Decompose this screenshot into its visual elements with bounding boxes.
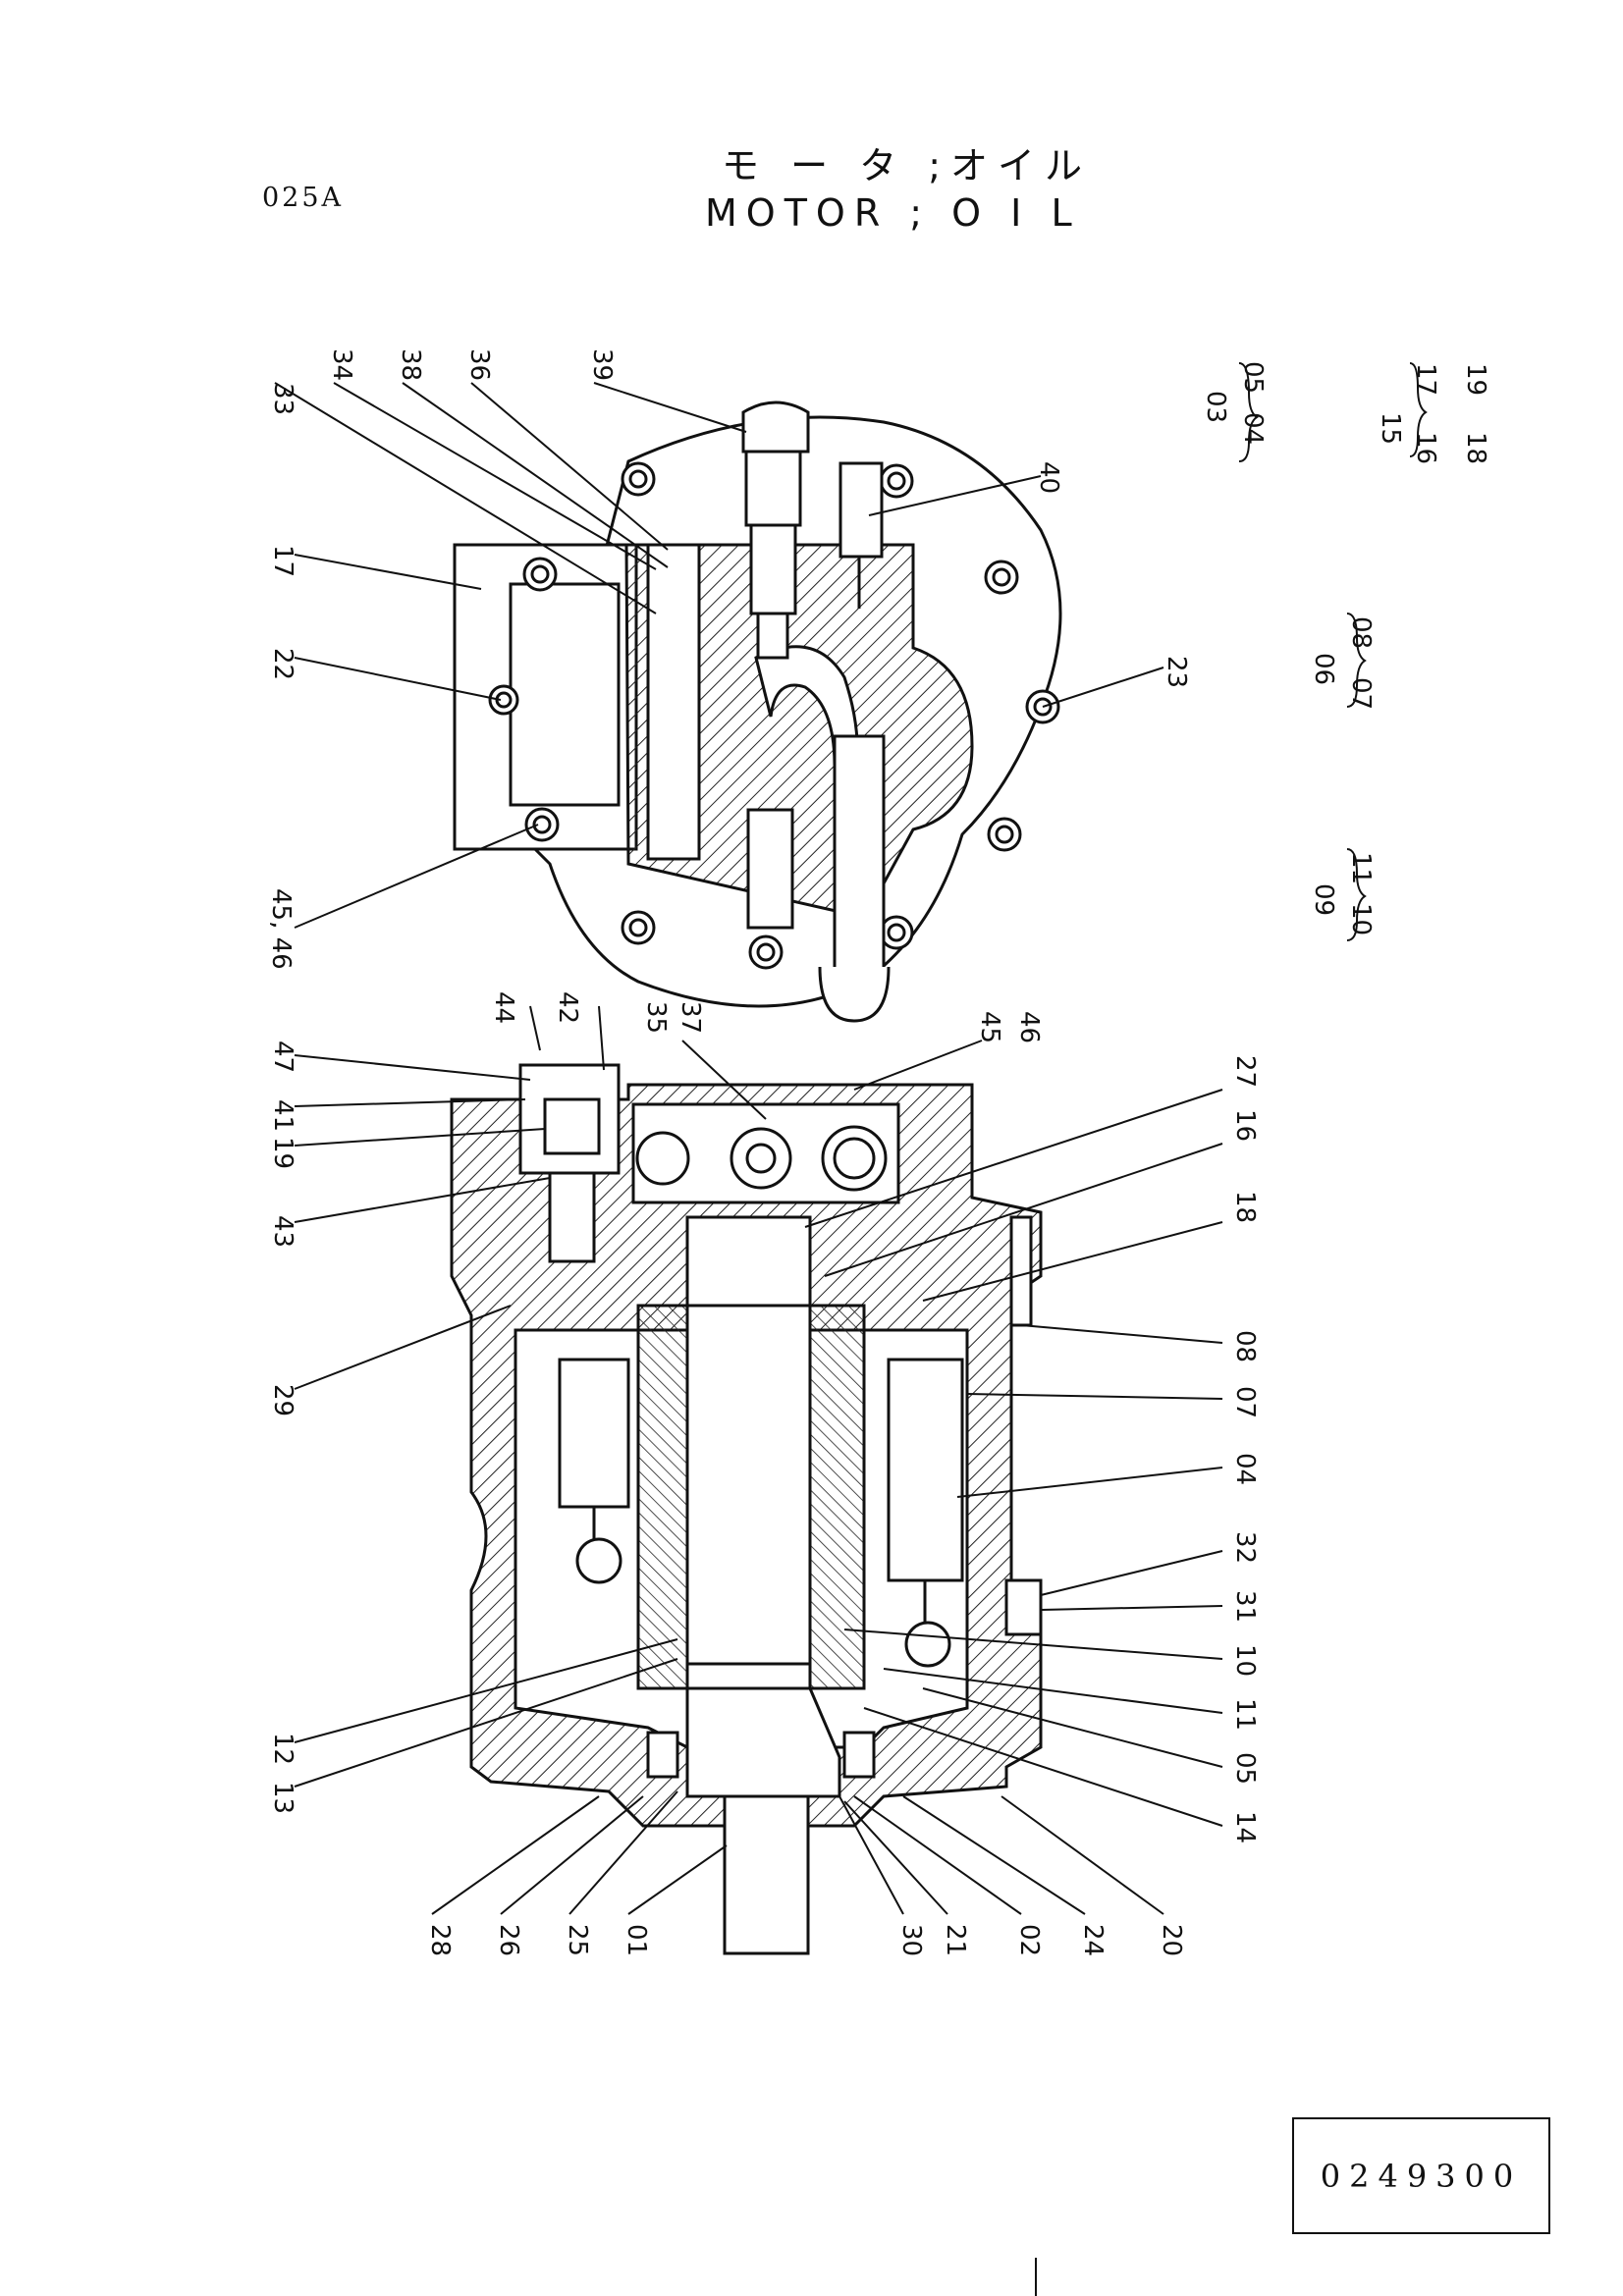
group-03-head: 03	[1201, 391, 1230, 423]
callout-34: 34	[327, 348, 356, 381]
callout-27: 27	[1230, 1055, 1260, 1088]
callout-labels: 33 34 38 36 39 40 17 22 23 45, 46 44 42 …	[266, 348, 1260, 1956]
callout-36: 36	[464, 348, 494, 381]
callout-44: 44	[489, 991, 518, 1024]
callout-45-46: 45, 46	[266, 888, 296, 970]
group-15-member-18: 18	[1461, 432, 1490, 464]
callout-42: 42	[553, 991, 582, 1024]
callout-14: 14	[1230, 1811, 1260, 1843]
leader-lines	[274, 382, 1223, 1915]
callout-21: 21	[941, 1924, 970, 1956]
section-view	[450, 1063, 1043, 1955]
group-09-member-10: 10	[1346, 903, 1376, 935]
callout-43: 43	[268, 1215, 298, 1248]
callout-28: 28	[425, 1924, 455, 1956]
group-15-member-19: 19	[1461, 363, 1490, 396]
callout-11: 11	[1230, 1698, 1260, 1731]
group-15-member-17: 17	[1411, 363, 1440, 396]
group-15-head: 15	[1376, 412, 1405, 445]
callout-08: 08	[1230, 1330, 1260, 1362]
callout-37: 37	[676, 1001, 705, 1034]
callout-33: 33	[268, 383, 298, 415]
callout-29: 29	[268, 1384, 298, 1416]
callout-35: 35	[641, 1001, 671, 1034]
callout-02: 02	[1014, 1924, 1044, 1956]
callout-32: 32	[1230, 1531, 1260, 1564]
parts-groups: 03 04 05 15 16 17 18 19 06 07 08 09 10 1…	[1201, 361, 1490, 941]
callout-07: 07	[1230, 1386, 1260, 1418]
group-06-member-07: 07	[1346, 677, 1376, 710]
group-06-head: 06	[1309, 653, 1338, 685]
top-view	[453, 400, 1062, 1023]
document-number: 0249300	[1320, 2157, 1523, 2195]
callout-10: 10	[1230, 1644, 1260, 1677]
callout-13: 13	[268, 1782, 298, 1814]
callout-25: 25	[563, 1924, 592, 1956]
callout-40: 40	[1034, 461, 1063, 494]
callout-22: 22	[268, 648, 298, 680]
callout-24: 24	[1078, 1924, 1108, 1956]
callout-46: 46	[1014, 1011, 1044, 1043]
callout-23: 23	[1162, 656, 1191, 688]
title-english: MOTOR ; O I L	[705, 191, 1081, 235]
callout-01: 01	[622, 1924, 651, 1956]
group-15-member-16: 16	[1411, 432, 1440, 464]
callout-45: 45	[975, 1011, 1004, 1043]
callout-38: 38	[396, 348, 425, 381]
callout-31: 31	[1230, 1590, 1260, 1623]
group-03-member-04: 04	[1238, 412, 1268, 445]
drawing-code: 025A	[262, 183, 345, 213]
callout-39: 39	[587, 348, 617, 381]
callout-30: 30	[896, 1924, 926, 1956]
document-number-box: 0249300	[1292, 2117, 1550, 2234]
group-06-member-08: 08	[1346, 616, 1376, 649]
callout-04: 04	[1230, 1453, 1260, 1485]
callout-12: 12	[268, 1733, 298, 1765]
group-03-member-05: 05	[1238, 361, 1268, 394]
callout-16: 16	[1230, 1109, 1260, 1142]
callout-47: 47	[268, 1041, 298, 1073]
callout-20: 20	[1157, 1924, 1186, 1956]
callout-41: 41	[268, 1099, 298, 1132]
title-japanese: モ ー タ ;オイル	[722, 144, 1093, 187]
callout-26: 26	[494, 1924, 523, 1956]
callout-18: 18	[1230, 1191, 1260, 1223]
group-09-head: 09	[1309, 883, 1338, 916]
callout-17: 17	[268, 545, 298, 577]
group-09-member-11: 11	[1346, 852, 1376, 884]
callout-05: 05	[1230, 1752, 1260, 1785]
callout-19: 19	[268, 1137, 298, 1169]
